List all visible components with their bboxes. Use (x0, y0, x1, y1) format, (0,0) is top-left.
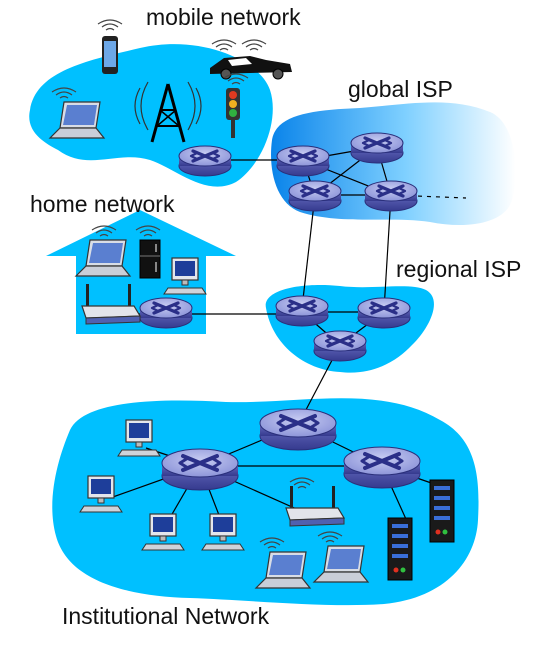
server-rack-icon (387, 517, 413, 581)
label-global-isp: global ISP (348, 76, 453, 102)
label-mobile-network: mobile network (146, 4, 301, 30)
router-icon (342, 445, 422, 490)
server-rack-icon (429, 479, 455, 543)
router-icon (356, 296, 412, 330)
traffic-light-icon (223, 73, 249, 138)
car-icon (210, 39, 292, 80)
refrigerator-icon (135, 225, 161, 279)
router-icon (177, 144, 233, 178)
label-home-network: home network (30, 191, 175, 217)
router-icon (312, 329, 368, 363)
router-icon (258, 407, 338, 452)
cell-tower-icon (134, 81, 202, 143)
smartphone-icon (97, 19, 123, 74)
router-icon (160, 447, 240, 492)
router-icon (138, 296, 194, 330)
router-icon (287, 179, 343, 213)
router-icon (349, 131, 405, 165)
label-institutional-network: Institutional Network (62, 603, 270, 629)
label-regional-isp: regional ISP (396, 256, 522, 282)
router-icon (274, 294, 330, 328)
router-icon (275, 144, 331, 178)
router-icon (363, 179, 419, 213)
